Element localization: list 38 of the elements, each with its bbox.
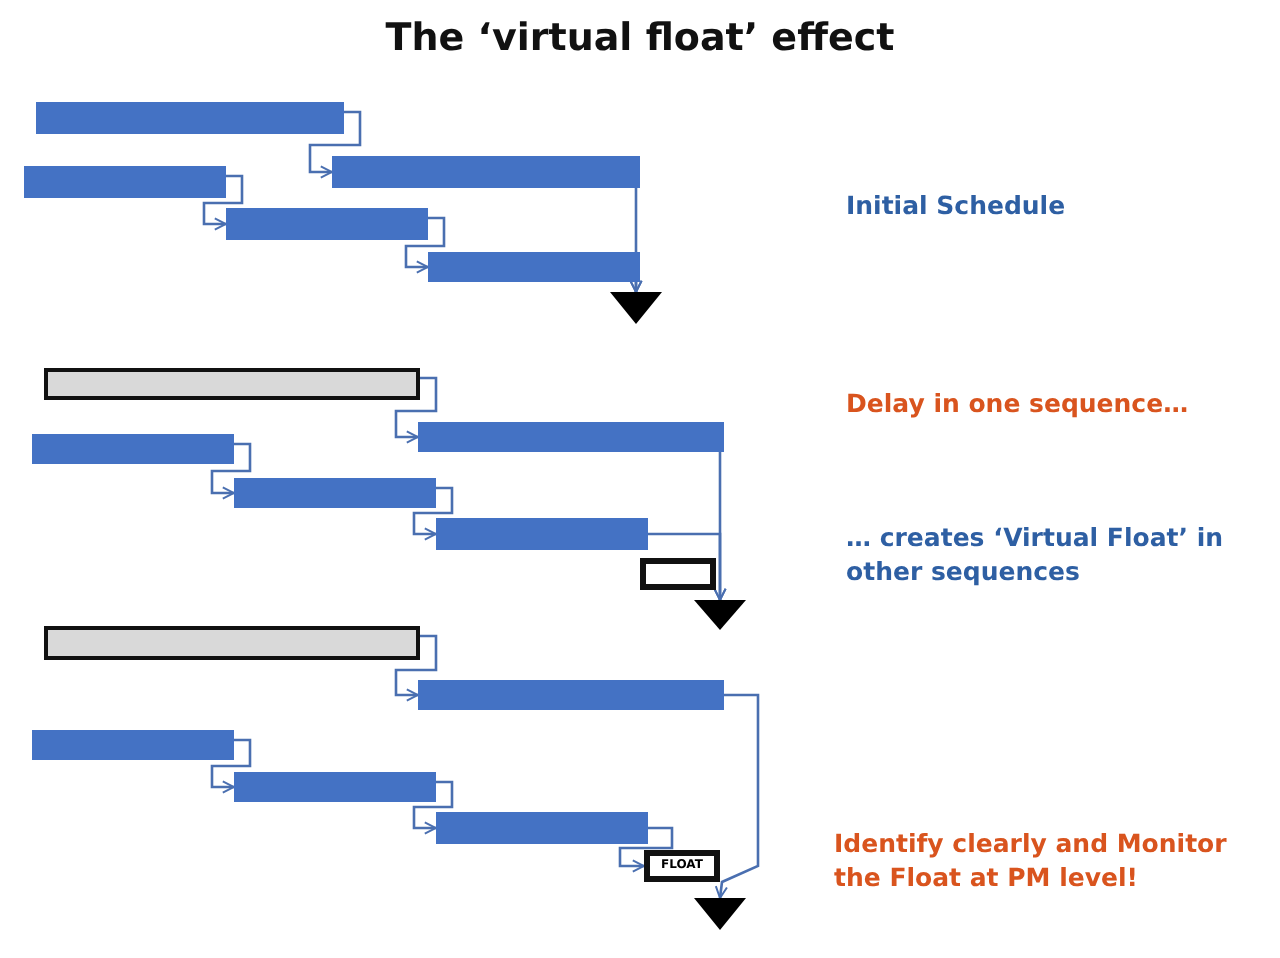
arrow [629, 279, 643, 293]
task-bar [436, 518, 648, 550]
float-box [640, 558, 716, 590]
arrow [394, 376, 438, 444]
task-bar [418, 680, 724, 710]
delayed-task-bar [44, 626, 420, 660]
arrow [648, 532, 727, 601]
delayed-task-bar [44, 368, 420, 400]
task-bar [234, 478, 436, 508]
arrow [210, 738, 252, 794]
task-bar [436, 812, 648, 844]
annotation-text: Initial Schedule [846, 188, 1068, 222]
arrow [394, 634, 438, 702]
task-bar [36, 102, 344, 134]
diagram-title: The ‘virtual float’ effect [383, 16, 897, 60]
task-bar [32, 730, 234, 760]
arrow [412, 486, 454, 541]
annotation-text: Delay in one sequence… [846, 386, 1191, 420]
milestone-triangle [694, 898, 746, 930]
task-bar [332, 156, 640, 188]
arrow [202, 174, 244, 231]
float-box [644, 850, 720, 882]
task-bar [226, 208, 428, 240]
milestone-triangle [610, 292, 662, 324]
arrow [714, 693, 760, 899]
annotation-text: … creates ‘Virtual Float’ in other sequences [846, 520, 1226, 588]
task-bar [24, 166, 226, 198]
task-bar [418, 422, 724, 452]
task-bar [234, 772, 436, 802]
arrow [412, 780, 454, 835]
task-bar [428, 252, 640, 282]
milestone-triangle [694, 600, 746, 630]
arrow [210, 442, 252, 500]
annotation-text: Identify clearly and Monitor the Float at PM level! [834, 826, 1229, 894]
arrow [404, 216, 446, 274]
arrow [308, 110, 362, 179]
task-bar [32, 434, 234, 464]
arrow [618, 826, 674, 873]
